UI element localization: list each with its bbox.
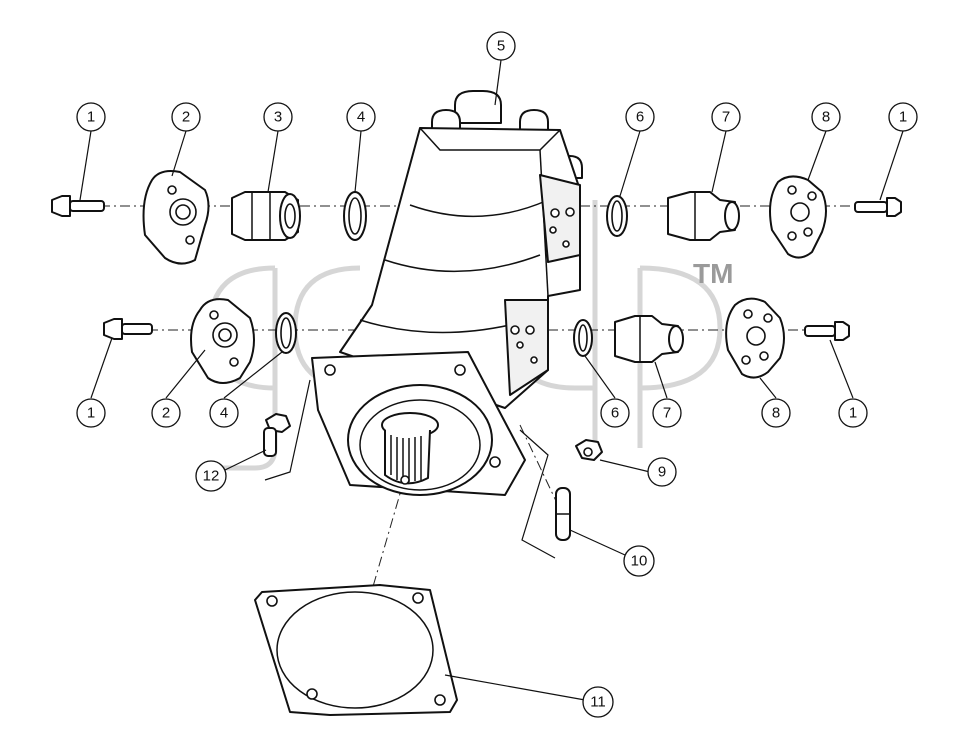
flange-upper-right (769, 175, 827, 259)
callout-4-upper: 4 (346, 102, 376, 132)
leader-lines (79, 59, 904, 701)
o-ring-upper-left (343, 191, 367, 241)
callout-number: 7 (663, 405, 671, 422)
o-ring-upper-right (606, 195, 628, 237)
flange-lower-right (725, 297, 785, 379)
callout-7-upper: 7 (711, 102, 741, 132)
callout-number: 11 (590, 694, 606, 711)
callout-8-upper: 8 (811, 102, 841, 132)
callout-number: 9 (658, 464, 666, 481)
callout-5: 5 (486, 31, 516, 61)
bolt-upper-left (51, 195, 105, 217)
bolt-lower-right (804, 321, 850, 341)
callout-1-lower-right: 1 (838, 398, 868, 428)
callout-number: 1 (87, 109, 95, 126)
callout-1-upper-left: 1 (76, 102, 106, 132)
callout-number: 5 (497, 38, 505, 55)
callout-number: 2 (182, 109, 190, 126)
stud-pin-left (263, 379, 311, 481)
callout-number: 12 (203, 468, 220, 485)
callout-number: 8 (822, 109, 830, 126)
callout-6-upper: 6 (625, 102, 655, 132)
callout-number: 6 (636, 109, 644, 126)
callout-number: 6 (611, 405, 619, 422)
callout-number: 4 (357, 109, 365, 126)
callout-number: 1 (899, 109, 907, 126)
flange-upper-left (142, 170, 210, 265)
callout-number: 2 (162, 405, 170, 422)
callout-number: 4 (220, 405, 228, 422)
trademark-mark: TM (693, 258, 733, 289)
callout-1-upper-right: 1 (888, 102, 918, 132)
callout-number: 10 (631, 553, 648, 570)
motor-body (311, 90, 583, 496)
adapter-fitting-upper (231, 191, 301, 241)
dowel-pin (519, 429, 571, 559)
callout-9: 9 (647, 457, 677, 487)
callout-number: 7 (722, 109, 730, 126)
callout-11: 11 (582, 686, 614, 718)
adapter-fitting-upper-right (667, 191, 740, 241)
adapter-fitting-lower-right (614, 315, 684, 363)
o-ring-lower-left (275, 312, 297, 354)
callout-7-lower: 7 (652, 398, 682, 428)
callout-4-lower: 4 (209, 398, 239, 428)
callout-2-upper: 2 (171, 102, 201, 132)
gasket (254, 584, 458, 716)
callout-number: 1 (87, 405, 95, 422)
callout-number: 8 (772, 405, 780, 422)
callout-8-lower: 8 (761, 398, 791, 428)
callout-2-lower: 2 (151, 398, 181, 428)
bolt-lower-left (103, 318, 153, 340)
callout-1-lower-left: 1 (76, 398, 106, 428)
callout-number: 3 (274, 109, 282, 126)
o-ring-lower-right (573, 319, 593, 357)
callout-12: 12 (195, 460, 227, 492)
callout-number: 1 (849, 405, 857, 422)
callout-6-lower: 6 (600, 398, 630, 428)
nut (575, 439, 603, 461)
bolt-upper-right (854, 197, 902, 217)
callout-3: 3 (263, 102, 293, 132)
flange-lower-left (190, 298, 255, 384)
callout-10: 10 (623, 545, 655, 577)
